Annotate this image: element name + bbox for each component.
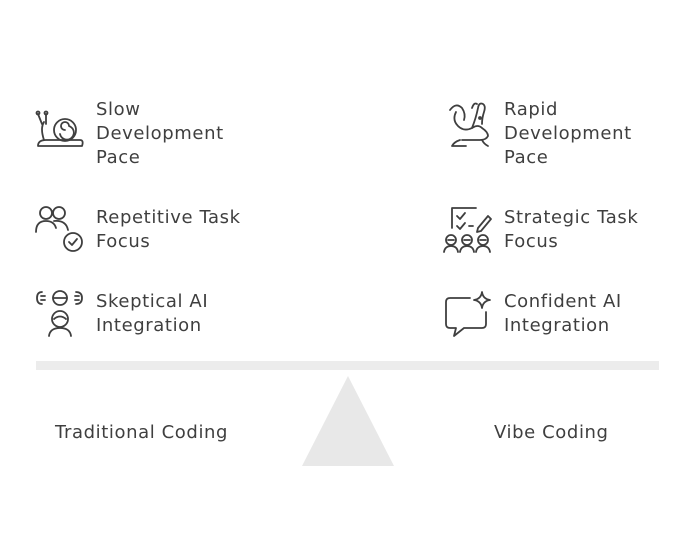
- left-item-label: Slow Development Pace: [96, 99, 224, 168]
- left-item-skeptical-ai: Skeptical AI Integration: [34, 290, 208, 342]
- fulcrum-triangle: [302, 376, 394, 466]
- balance-beam: [36, 361, 659, 370]
- skeptical-person-icon: [34, 290, 86, 342]
- right-item-rapid-pace: Rapid Development Pace: [442, 98, 632, 170]
- snail-icon: [34, 98, 86, 150]
- left-item-label: Repetitive Task Focus: [96, 207, 241, 252]
- strategy-team-icon: [442, 206, 494, 258]
- chat-sparkle-icon: [442, 290, 494, 342]
- right-side-title: Vibe Coding: [494, 422, 609, 443]
- rabbit-icon: [442, 98, 494, 150]
- left-item-slow-pace: Slow Development Pace: [34, 98, 224, 170]
- users-check-icon: [34, 206, 86, 258]
- left-item-repetitive-focus: Repetitive Task Focus: [34, 206, 241, 258]
- right-item-label: Rapid Development Pace: [504, 99, 632, 168]
- left-item-label: Skeptical AI Integration: [96, 291, 209, 336]
- right-item-strategic-focus: Strategic Task Focus: [442, 206, 638, 258]
- right-item-label: Strategic Task Focus: [504, 207, 639, 252]
- left-side-title: Traditional Coding: [55, 422, 229, 443]
- right-item-label: Confident AI Integration: [504, 291, 622, 336]
- right-item-confident-ai: Confident AI Integration: [442, 290, 622, 342]
